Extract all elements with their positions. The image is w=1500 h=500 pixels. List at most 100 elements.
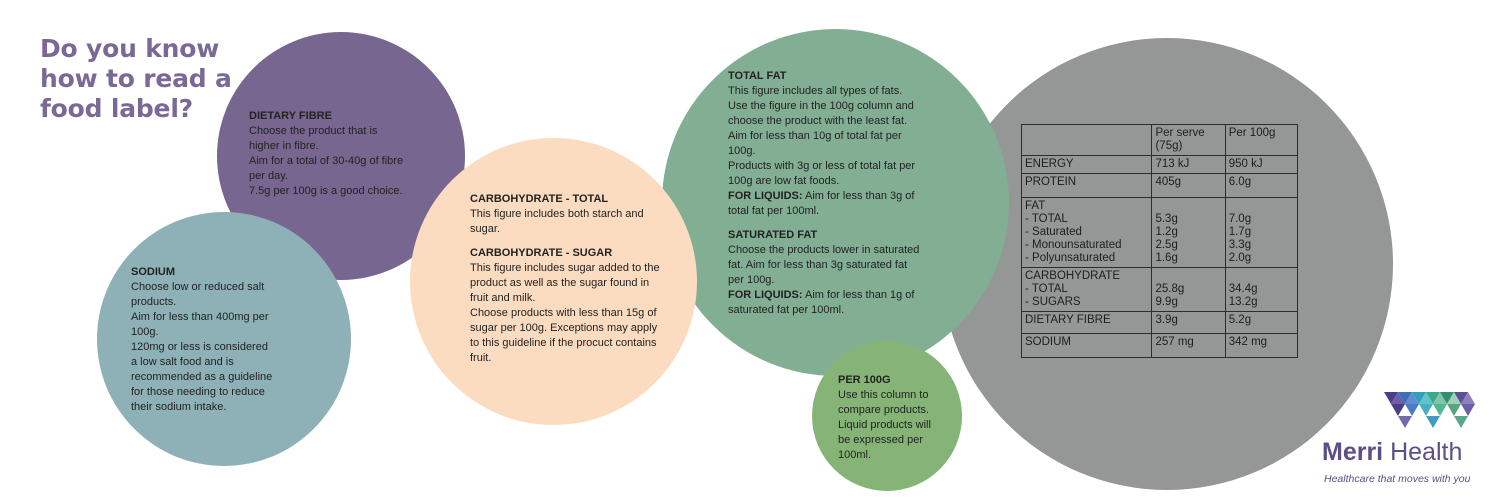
carb-line: fruit. (470, 352, 492, 364)
table-cell: SODIUM (1020, 333, 1153, 358)
sodium-line: for those needing to reduce (131, 386, 265, 398)
table-cell: PROTEIN (1020, 173, 1153, 198)
fat-line: fat. Aim for less than 3g saturated fat (728, 259, 908, 271)
table-cell: FAT- TOTAL- Saturated- Monounsaturated- … (1020, 197, 1153, 268)
fibre-heading: DIETARY FIBRE (249, 110, 332, 122)
sodium-line: 100g. (131, 326, 159, 338)
sodium-line: a low salt food and is (131, 356, 234, 368)
fat-liquids-line: FOR LIQUIDS: Aim for less than 1g of (728, 288, 958, 303)
carbohydrate-circle (410, 138, 697, 425)
sodium-line: Aim for less than 400mg per (131, 311, 269, 323)
fibre-line: Aim for a total of 30-40g of fibre (249, 155, 404, 167)
fat-line: total fat per 100ml. (728, 205, 820, 217)
title-line: food label? (40, 94, 193, 123)
fat-line: Aim for less than 10g of total fat per (728, 130, 902, 142)
fibre-line: Choose the product that is (249, 125, 378, 137)
table-cell: DIETARY FIBRE (1020, 311, 1153, 334)
fat-line: Use the figure in the 100g column and (728, 100, 914, 112)
page-title: Do you know how to read a food label? (40, 34, 260, 124)
table-header-cell: Per 100g (1224, 124, 1299, 156)
fat-text: TOTAL FAT This figure includes all types… (728, 69, 958, 318)
per-100g-line: 100ml. (838, 449, 872, 461)
fat-line: per 100g. (728, 274, 775, 286)
table-row: PROTEIN 405g 6.0g (1020, 173, 1299, 198)
fibre-text: DIETARY FIBRE Choose the product that is… (249, 109, 439, 199)
fat-line: saturated fat per 100ml. (728, 304, 845, 316)
fat-line: Aim for less than 3g of (802, 190, 915, 202)
table-row: ENERGY 713 kJ 950 kJ (1020, 155, 1299, 174)
per-100g-circle (812, 341, 962, 491)
table-cell: ENERGY (1020, 155, 1153, 174)
table-header-cell: Per serve(75g) (1151, 124, 1226, 156)
spacer (728, 219, 958, 228)
carb-total-heading: CARBOHYDRATE - TOTAL (470, 193, 609, 205)
table-cell: 342 mg (1224, 333, 1299, 358)
carb-line: sugar. (470, 223, 500, 235)
sodium-line: 120mg or less is considered (131, 341, 268, 353)
per-100g-line: compare products. (838, 404, 930, 416)
carb-line: sugar per 100g. Exceptions may apply (470, 322, 658, 334)
fat-line: 100g are low fat foods. (728, 175, 840, 187)
table-cell: 3.9g (1151, 311, 1226, 334)
title-line: Do you know (40, 34, 220, 63)
brand-tagline: Healthcare that moves with you (1324, 473, 1471, 485)
fat-line: Choose the products lower in saturated (728, 244, 920, 256)
table-cell: CARBOHYDRATE- TOTAL- SUGARS (1020, 267, 1153, 312)
liquids-label: FOR LIQUIDS: (728, 190, 803, 202)
triangle-pattern-icon (1384, 392, 1475, 428)
carb-line: This figure includes both starch and (470, 208, 644, 220)
fibre-line: higher in fibre. (249, 140, 319, 152)
carb-line: This figure includes sugar added to the (470, 262, 660, 274)
table-cell: 950 kJ (1224, 155, 1299, 174)
per-100g-line: Liquid products will (838, 419, 931, 431)
fat-line: choose the product with the least fat. (728, 115, 908, 127)
saturated-fat-heading: SATURATED FAT (728, 229, 818, 241)
merri-health-logo: Merri Health Healthcare that moves with … (1322, 388, 1492, 488)
title-line: how to read a (40, 64, 232, 93)
carb-line: product as well as the sugar found in (470, 277, 650, 289)
carb-sugar-heading: CARBOHYDRATE - SUGAR (470, 247, 613, 259)
per-100g-line: Use this column to (838, 389, 929, 401)
fat-liquids-line: FOR LIQUIDS: Aim for less than 3g of (728, 189, 958, 204)
carbohydrate-text: CARBOHYDRATE - TOTAL This figure include… (470, 192, 685, 366)
total-fat-heading: TOTAL FAT (728, 70, 787, 82)
fibre-line: per day. (249, 170, 288, 182)
fat-circle (662, 29, 1009, 376)
carb-line: Choose products with less than 15g of (470, 307, 657, 319)
fat-line: Products with 3g or less of total fat pe… (728, 160, 916, 172)
fibre-line: 7.5g per 100g is a good choice. (249, 185, 403, 197)
table-cell: 257 mg (1151, 333, 1226, 358)
table-row: DIETARY FIBRE 3.9g 5.2g (1020, 311, 1299, 334)
table-row: SODIUM 257 mg 342 mg (1020, 333, 1299, 358)
table-cell: 405g (1151, 173, 1226, 198)
table-header-row: Per serve(75g) Per 100g (1020, 124, 1299, 156)
sodium-line: products. (131, 296, 177, 308)
fat-line: Aim for less than 1g of (802, 289, 915, 301)
carb-line: fruit and milk. (470, 292, 536, 304)
brand-name: Merri Health (1322, 438, 1463, 466)
per-100g-text: PER 100G Use this column to compare prod… (838, 373, 950, 463)
table-cell: 713 kJ (1151, 155, 1226, 174)
table-header-cell (1020, 124, 1153, 156)
table-row: FAT- TOTAL- Saturated- Monounsaturated- … (1020, 197, 1299, 268)
liquids-label: FOR LIQUIDS: (728, 289, 803, 301)
sodium-line: recommended as a guideline (131, 371, 273, 383)
fat-line: This figure includes all types of fats. (728, 85, 903, 97)
sodium-circle (97, 212, 351, 466)
sodium-line: Choose low or reduced salt (131, 281, 265, 293)
sodium-text: SODIUM Choose low or reduced salt produc… (131, 265, 311, 415)
sodium-line: their sodium intake. (131, 401, 227, 413)
nutrition-table: Per serve(75g) Per 100g ENERGY 713 kJ 95… (1020, 124, 1299, 358)
per-100g-heading: PER 100G (838, 374, 891, 386)
table-cell: 6.0g (1224, 173, 1299, 198)
per-100g-line: be expressed per (838, 434, 923, 446)
spacer (470, 237, 685, 246)
carb-line: to this guideline if the procuct contain… (470, 337, 657, 349)
fat-line: 100g. (728, 145, 756, 157)
sodium-heading: SODIUM (131, 266, 175, 278)
